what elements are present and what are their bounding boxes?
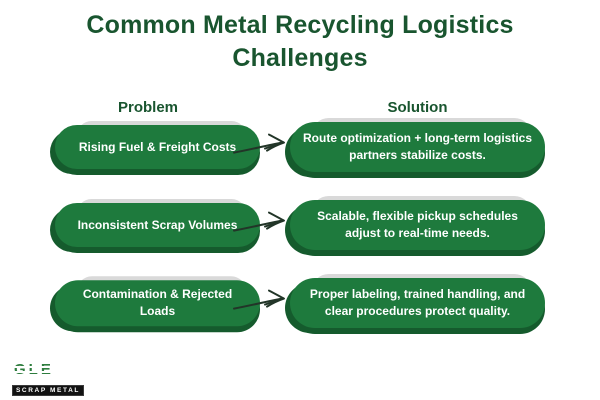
solution-pill-label: Scalable, flexible pickup schedules adju… [317, 209, 518, 240]
solution-pill-route-optimization: Route optimization + long-term logistics… [290, 118, 545, 172]
problem-pill-label: Rising Fuel & Freight Costs [78, 139, 237, 154]
problem-pill-label: Inconsistent Scrap Volumes [77, 217, 238, 232]
page-title: Common Metal Recycling Logistics Challen… [86, 11, 514, 72]
challenge-row: Contamination & Rejected Loads Proper la… [0, 272, 600, 334]
problem-pill-scrap-volumes: Inconsistent Scrap Volumes [55, 199, 260, 247]
column-header-solution: Solution [387, 99, 448, 116]
problem-pill-contamination: Contamination & Rejected Loads [55, 276, 260, 326]
logo: GLE SCRAP METAL [12, 361, 84, 397]
logo-subtitle: SCRAP METAL [12, 384, 84, 396]
solution-pill-flexible-pickup: Scalable, flexible pickup schedules adju… [290, 196, 545, 250]
logo-gle-text: GLE [12, 361, 54, 378]
challenge-row: Inconsistent Scrap Volumes Scalable, fle… [0, 194, 600, 256]
arrow-right-icon [233, 289, 285, 310]
challenge-row: Rising Fuel & Freight Costs Route optimi… [0, 116, 600, 178]
solution-pill-proper-labeling: Proper labeling, trained handling, and c… [290, 274, 545, 328]
arrow-right-icon [233, 211, 285, 232]
column-header-problem: Problem [117, 99, 178, 116]
arrow-right-icon [233, 133, 285, 154]
problem-pill-label: Contamination & Rejected Loads [82, 287, 233, 318]
problem-pill-fuel-costs: Rising Fuel & Freight Costs [55, 121, 260, 169]
solution-pill-label: Route optimization + long-term logistics… [303, 131, 533, 162]
solution-pill-label: Proper labeling, trained handling, and c… [309, 287, 526, 318]
